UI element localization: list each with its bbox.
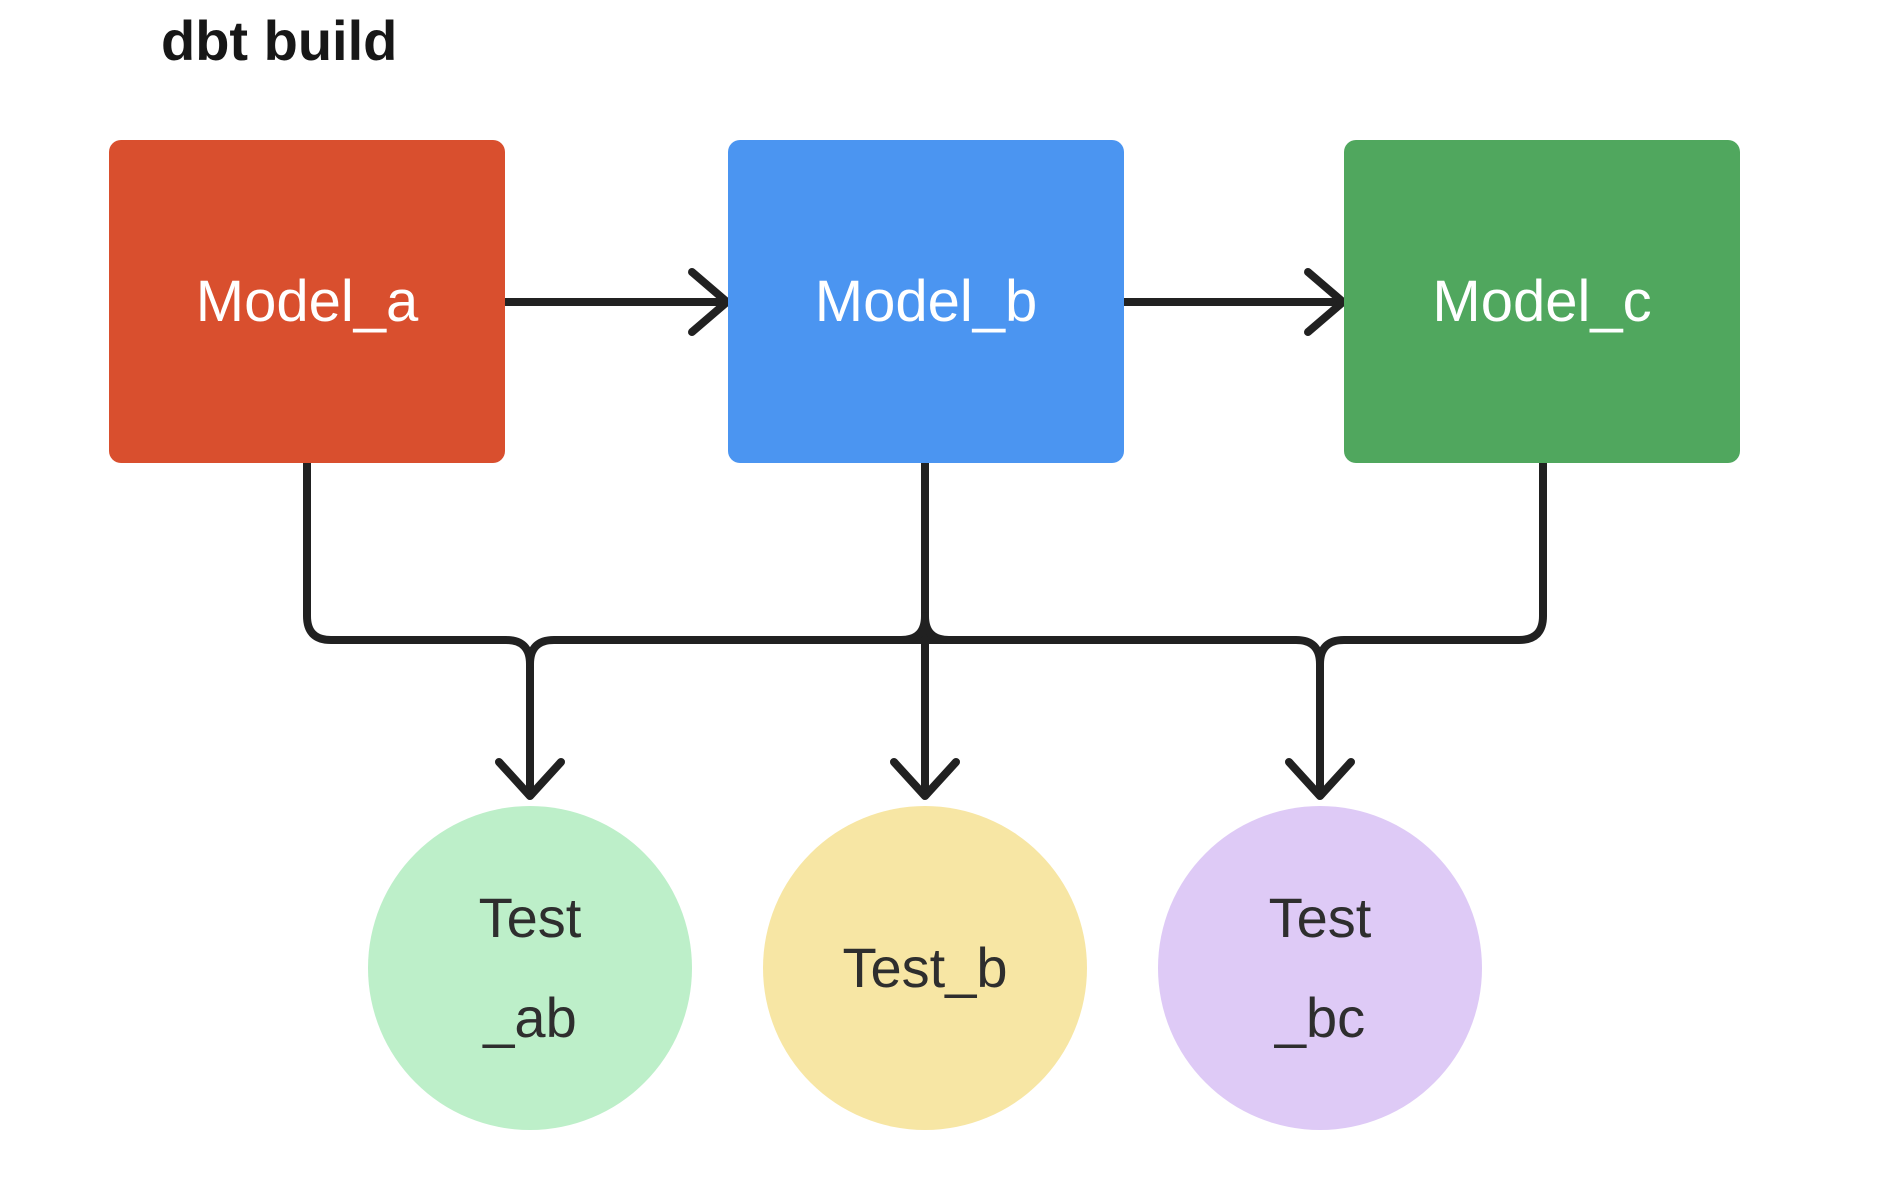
node-test-ab-label-line1: Test	[478, 886, 582, 949]
node-test-bc-label-line1: Test	[1268, 886, 1372, 949]
node-test-ab: Test _ab	[368, 806, 692, 1130]
node-test-b-label-line1: Test_b	[842, 936, 1008, 999]
arrowhead-test-ab	[495, 758, 565, 800]
node-model-c: Model_c	[1344, 140, 1740, 463]
node-model-b-label: Model_b	[814, 269, 1038, 334]
node-test-ab-label-line2: _ab	[483, 986, 577, 1049]
node-model-c-label: Model_c	[1432, 269, 1652, 334]
arrowhead-test-bc	[1285, 758, 1355, 800]
node-test-bc: Test _bc	[1158, 806, 1482, 1130]
diagram-title: dbt build	[161, 9, 398, 72]
arrowhead-test-b	[890, 758, 960, 800]
arrowhead-model-c	[1304, 268, 1347, 336]
node-model-b: Model_b	[728, 140, 1124, 463]
arrowhead-model-b	[688, 268, 731, 336]
junction-fillet-model-b	[897, 612, 953, 644]
node-test-b: Test_b	[763, 806, 1087, 1130]
edge-model-c-to-test-bc	[1316, 459, 1547, 792]
node-model-a-label: Model_a	[195, 269, 419, 334]
node-test-bc-label-line2: _bc	[1274, 986, 1366, 1049]
edge-model-a-to-test-ab	[303, 459, 534, 792]
node-model-a: Model_a	[109, 140, 505, 463]
